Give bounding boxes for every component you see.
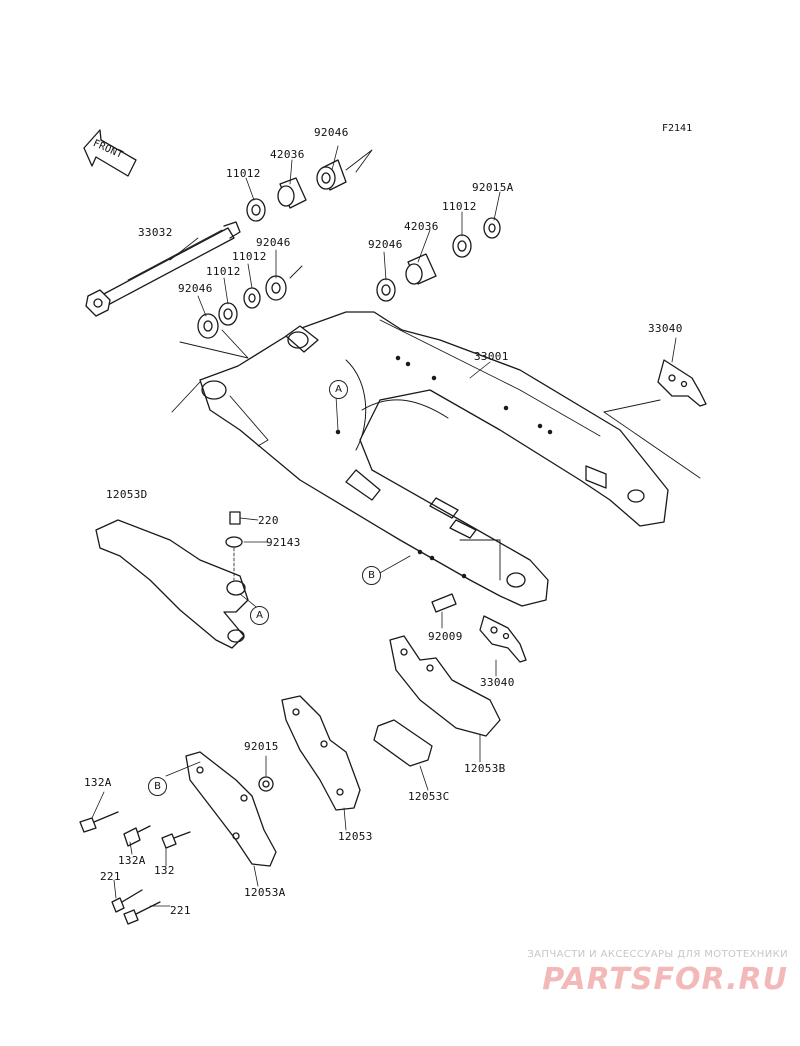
part-label-92015[interactable]: 92015: [244, 740, 279, 753]
ref-marker-b: B: [362, 566, 381, 585]
part-label-221[interactable]: 221: [170, 904, 191, 917]
part-label-92046[interactable]: 92046: [178, 282, 213, 295]
part-label-92046[interactable]: 92046: [314, 126, 349, 139]
part-label-11012[interactable]: 11012: [232, 250, 267, 263]
watermark-logo: PARTSFOR.RU: [542, 962, 788, 997]
bolt-132: [161, 831, 191, 849]
front-arrow-icon: [83, 129, 137, 177]
bolt-221-a: [111, 889, 143, 913]
chain-guide-12053D: [95, 511, 249, 649]
part-label-12053A[interactable]: 12053A: [244, 886, 286, 899]
upper-bearing-stack: [246, 149, 373, 222]
adjuster-bolt: [431, 593, 457, 613]
part-label-42036[interactable]: 42036: [270, 148, 305, 161]
part-label-33040[interactable]: 33040: [648, 322, 683, 335]
part-label-11012[interactable]: 11012: [206, 265, 241, 278]
part-label-42036[interactable]: 42036: [404, 220, 439, 233]
part-label-221[interactable]: 221: [100, 870, 121, 883]
swingarm: [171, 311, 701, 607]
bolt-221-b: [123, 901, 161, 925]
part-label-11012[interactable]: 11012: [442, 200, 477, 213]
part-label-12053[interactable]: 12053: [338, 830, 373, 843]
chain-adjuster-upper: [657, 359, 707, 407]
chain-slider-12053B: [389, 635, 501, 737]
part-label-132A[interactable]: 132A: [84, 776, 112, 789]
part-label-132A[interactable]: 132A: [118, 854, 146, 867]
nut-92015: [258, 776, 274, 792]
chain-adjuster-lower: [479, 615, 527, 663]
part-label-92009[interactable]: 92009: [428, 630, 463, 643]
part-label-33001[interactable]: 33001: [474, 350, 509, 363]
pivot-shaft: [85, 221, 241, 317]
part-label-132[interactable]: 132: [154, 864, 175, 877]
part-label-92046[interactable]: 92046: [368, 238, 403, 251]
ref-marker-a: A: [329, 380, 348, 399]
part-label-33040[interactable]: 33040: [480, 676, 515, 689]
part-label-92143[interactable]: 92143: [266, 536, 301, 549]
bolt-132A-b: [123, 825, 151, 847]
watermark-caption: ЗАПЧАСТИ И АКСЕССУАРЫ ДЛЯ МОТОТЕХНИКИ: [527, 949, 788, 960]
part-label-12053D[interactable]: 12053D: [106, 488, 148, 501]
part-label-92015A[interactable]: 92015A: [472, 181, 514, 194]
part-label-12053C[interactable]: 12053C: [408, 790, 450, 803]
bolt-132A-a: [79, 811, 119, 833]
figure-code: F2141: [662, 123, 693, 134]
part-label-12053B[interactable]: 12053B: [464, 762, 506, 775]
left-bearing-stack: [179, 265, 303, 359]
part-label-92046[interactable]: 92046: [256, 236, 291, 249]
chain-slider-12053: [281, 695, 361, 811]
ref-marker-a: A: [250, 606, 269, 625]
part-label-33032[interactable]: 33032: [138, 226, 173, 239]
chain-slider-12053C: [373, 719, 433, 767]
part-label-220[interactable]: 220: [258, 514, 279, 527]
chain-slider-12053A: [185, 751, 277, 867]
leader-lines: [91, 145, 677, 907]
part-label-11012[interactable]: 11012: [226, 167, 261, 180]
ref-marker-b: B: [148, 777, 167, 796]
